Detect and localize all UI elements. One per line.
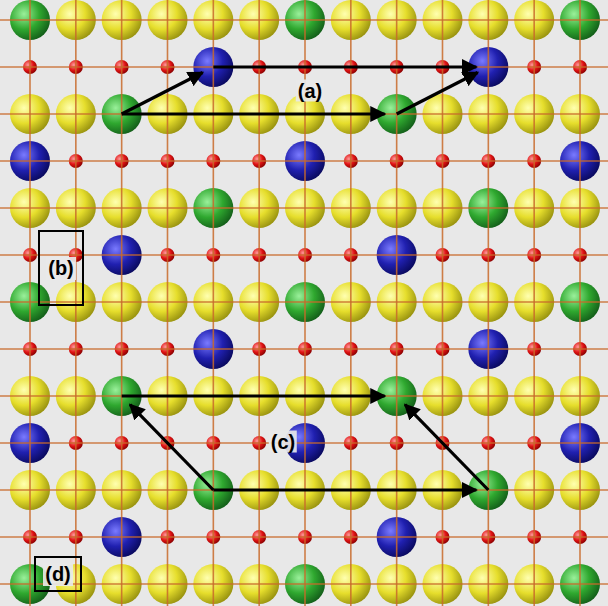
lattice-vector-arrow: [122, 72, 203, 114]
grid-line: [0, 395, 608, 397]
grid-line: [0, 254, 608, 256]
lattice-vector-arrow: [122, 112, 385, 115]
grid-line: [75, 0, 77, 606]
grid-line: [0, 442, 608, 444]
grid-line: [533, 0, 535, 606]
label-box: (d): [34, 556, 82, 592]
lattice-vector-arrow: [397, 72, 478, 114]
grid-line: [0, 301, 608, 303]
panel-label: (d): [43, 563, 73, 586]
grid-line: [0, 583, 608, 585]
lattice-vector-arrow: [213, 65, 476, 68]
label-box: (b): [38, 230, 84, 306]
panel-label: (b): [46, 257, 76, 280]
group-container: (a): [296, 80, 324, 103]
grid-line: [350, 0, 352, 606]
grid-line: [213, 0, 215, 606]
grid-line: [121, 0, 123, 606]
panel-label: (c): [269, 431, 297, 453]
grid-line: [396, 0, 398, 606]
lattice-vector-arrow: [213, 488, 476, 491]
lattice-vector-arrow: [130, 405, 213, 490]
grid-line: [579, 0, 581, 606]
grid-line: [0, 207, 608, 209]
lattice-vector-arrow: [405, 405, 488, 490]
lattice-vector-arrow: [122, 394, 385, 397]
panel-label: (a): [296, 80, 324, 102]
grid-line: [0, 536, 608, 538]
grid-line: [0, 19, 608, 21]
lattice-vectors: [122, 67, 489, 490]
grid-line: [0, 113, 608, 115]
grid-line: [0, 160, 608, 162]
grid-line: [0, 66, 608, 68]
grid-line: [0, 489, 608, 491]
grid-line: [0, 348, 608, 350]
group-container: (c): [269, 431, 297, 454]
grid-line: [488, 0, 490, 606]
grid-line: [258, 0, 260, 606]
grid-line: [29, 0, 31, 606]
